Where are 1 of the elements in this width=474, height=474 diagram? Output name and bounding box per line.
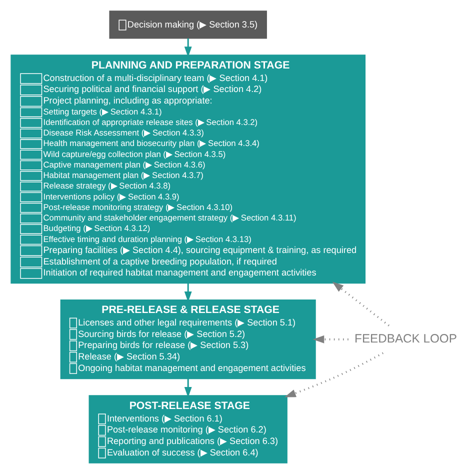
node-text: FEEDBACK LOOP [354, 331, 457, 346]
